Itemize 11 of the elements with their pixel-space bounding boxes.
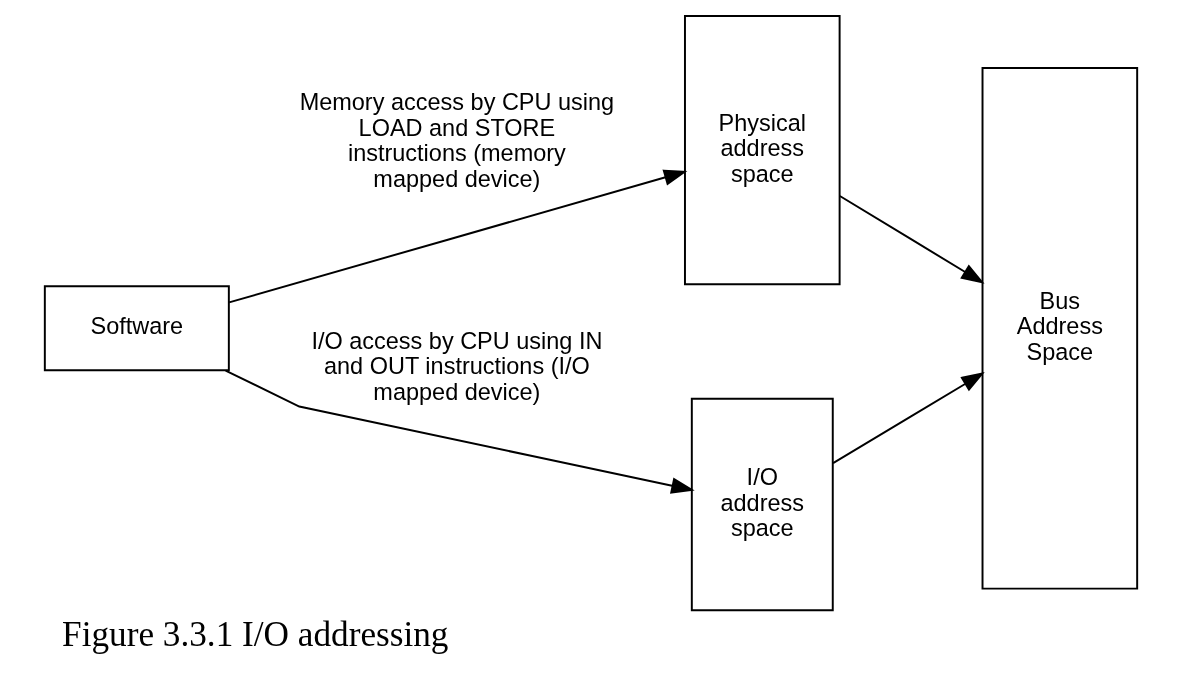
edge-label: Memory access by CPU using LOAD and STORE instructions (memory mapped device) xyxy=(299,89,615,192)
caption: Figure 3.3.1 I/O addressing xyxy=(62,615,449,655)
edge-label: I/O access by CPU using IN and OUT instructions (I/O mapped device) xyxy=(311,328,603,405)
node-box: Physical address space xyxy=(684,15,841,286)
arrow xyxy=(838,195,985,284)
node-box: Software xyxy=(43,285,230,372)
node-box: I/O address space xyxy=(690,397,834,612)
arrow xyxy=(224,369,695,494)
arrow xyxy=(832,372,985,465)
arrow xyxy=(228,169,688,304)
node-box: Bus Address Space xyxy=(981,66,1139,590)
